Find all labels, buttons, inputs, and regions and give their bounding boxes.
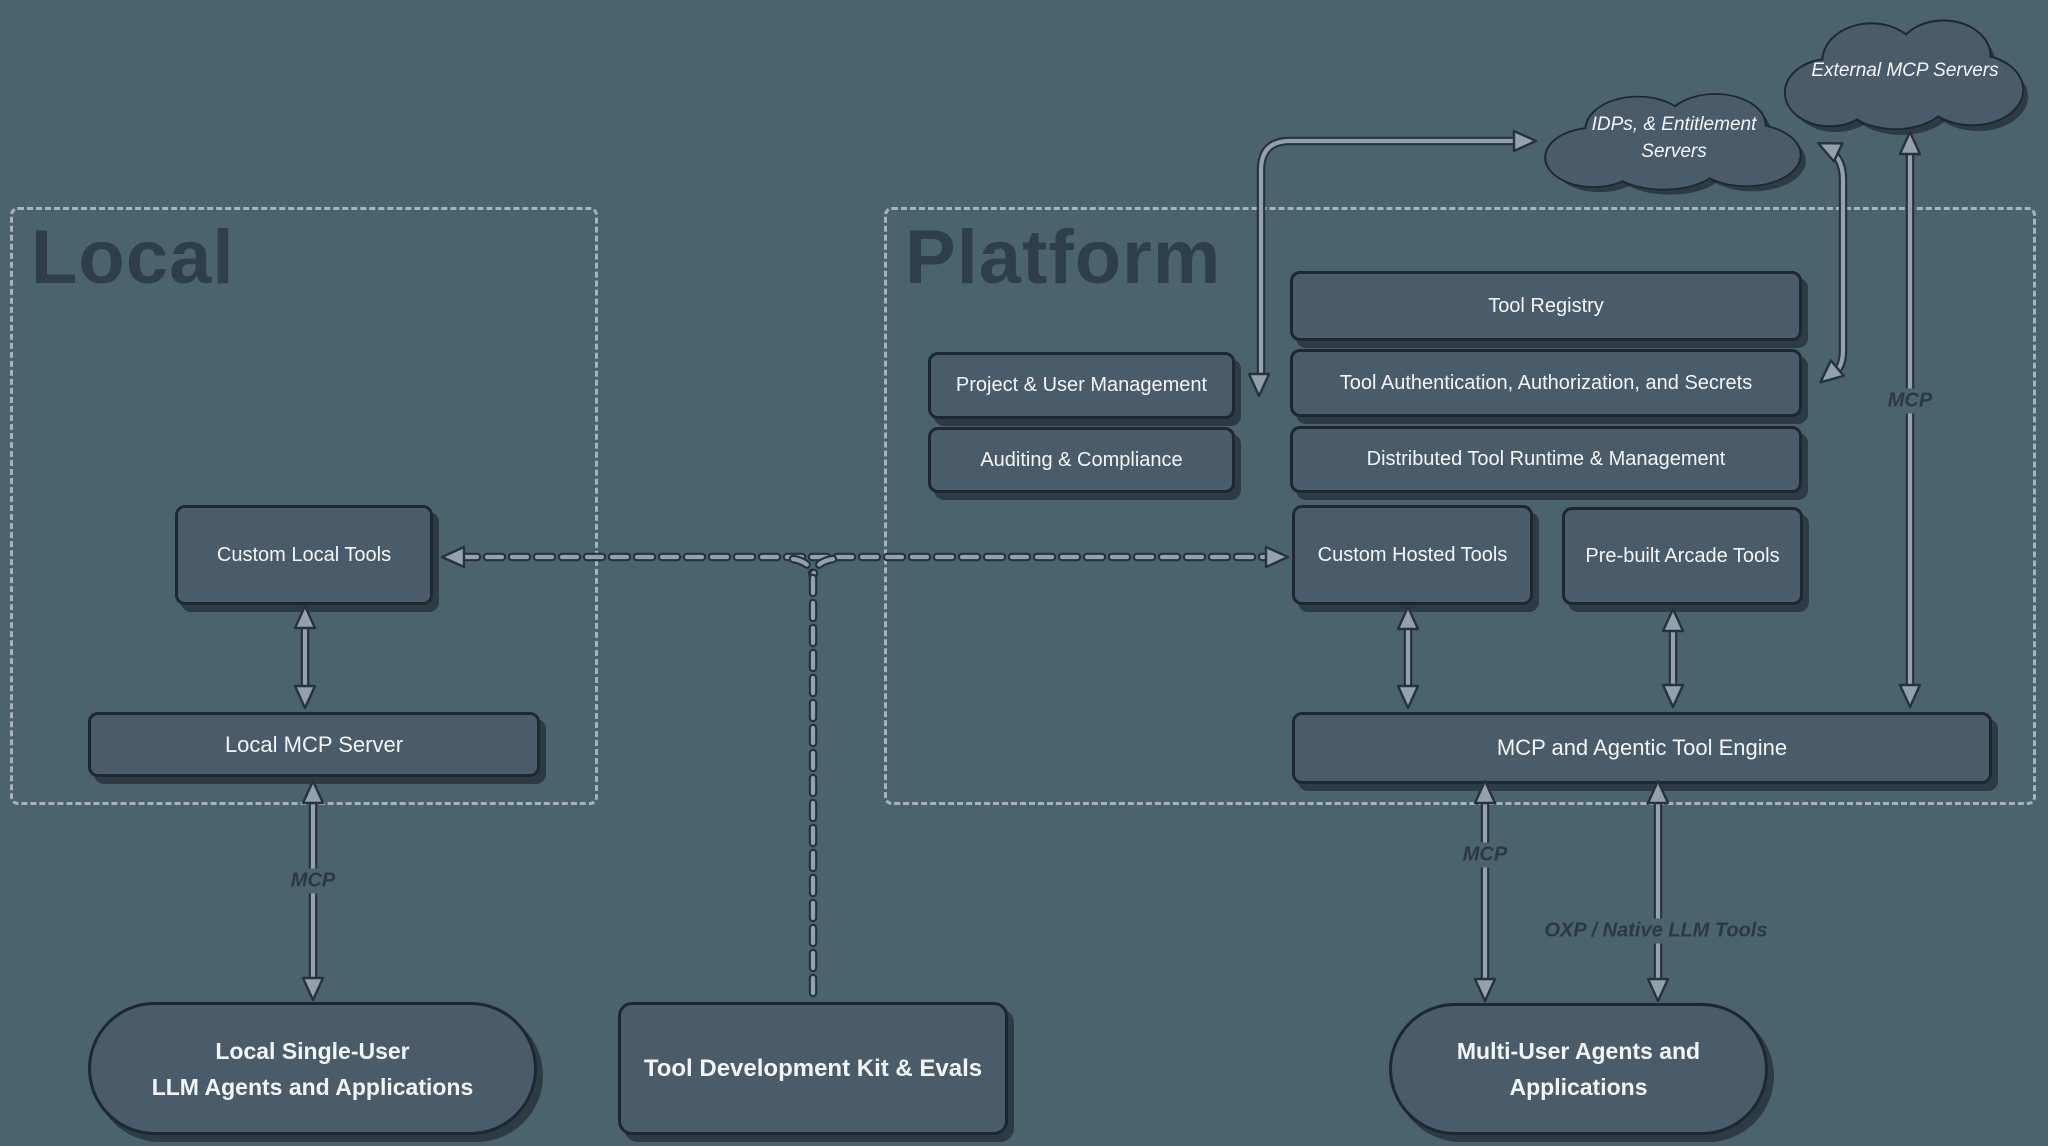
node-mcp-agentic-tool-engine: MCP and Agentic Tool Engine [1292,712,1992,784]
node-tool-authentication-label: Tool Authentication, Authorization, and … [1339,371,1753,394]
node-prebuilt-arcade-tools-label: Pre-built Arcade Tools [1585,544,1780,567]
node-tool-registry-label: Tool Registry [1488,294,1604,317]
external-mcp-servers-cloud: External MCP Servers [1775,8,2035,135]
node-project-user-management: Project & User Management [928,352,1235,419]
node-custom-hosted-tools: Custom Hosted Tools [1292,505,1533,605]
idps-label-line2: Servers [1641,141,1707,162]
node-mcp-agentic-tool-engine-label: MCP and Agentic Tool Engine [1496,735,1788,761]
node-custom-hosted-tools-label: Custom Hosted Tools [1317,543,1508,566]
node-auditing-compliance: Auditing & Compliance [928,427,1235,493]
node-local-single-user-line1: Local Single-User [215,1037,410,1064]
node-tool-development-kit-label: Tool Development Kit & Evals [643,1054,983,1082]
node-prebuilt-arcade-tools: Pre-built Arcade Tools [1562,507,1803,605]
external-mcp-servers-label: External MCP Servers [1811,60,1999,81]
cloud-shape [1544,93,1806,195]
idps-label-line1: IDPs, & Entitlement [1591,114,1757,135]
node-project-user-management-label: Project & User Management [955,374,1208,396]
edge-label-oxp-native-llm-tools: OXP / Native LLM Tools [1537,918,1775,944]
node-multi-user-line1: Multi-User Agents and [1456,1038,1701,1064]
edge-label-mcp-external: MCP [1880,388,1940,414]
edge-label-mcp-engine: MCP [1455,842,1515,868]
node-tool-authentication: Tool Authentication, Authorization, and … [1290,349,1802,417]
node-multi-user-agents: Multi-User Agents and Applications [1389,1003,1768,1135]
node-auditing-compliance-label: Auditing & Compliance [980,448,1183,471]
node-local-mcp-server: Local MCP Server [88,712,540,777]
node-custom-local-tools: Custom Local Tools [175,505,433,605]
node-local-single-user-line2: LLM Agents and Applications [151,1073,474,1100]
node-multi-user-line2: Applications [1509,1074,1648,1100]
node-distributed-runtime: Distributed Tool Runtime & Management [1290,426,1802,493]
arrow-engine-to-multiuser-oxp [1646,779,1670,1003]
node-custom-local-tools-label: Custom Local Tools [216,543,392,566]
idps-entitlement-servers-cloud: IDPs, & Entitlement Servers [1540,83,1808,195]
node-tool-development-kit: Tool Development Kit & Evals [618,1002,1008,1135]
region-local-title: Local [31,215,235,300]
node-tool-registry: Tool Registry [1290,271,1802,341]
cloud-shape [1783,19,2029,135]
arrow-engine-to-multiuser-mcp [1473,779,1497,1003]
edge-label-mcp-local: MCP [283,868,343,894]
region-platform-title: Platform [905,215,1222,300]
node-local-mcp-server-label: Local MCP Server [224,731,404,757]
dashed-line-to-tool-development-kit [788,554,838,1004]
node-distributed-runtime-label: Distributed Tool Runtime & Management [1366,448,1726,470]
node-local-single-user-agents: Local Single-User LLM Agents and Applica… [88,1002,537,1135]
